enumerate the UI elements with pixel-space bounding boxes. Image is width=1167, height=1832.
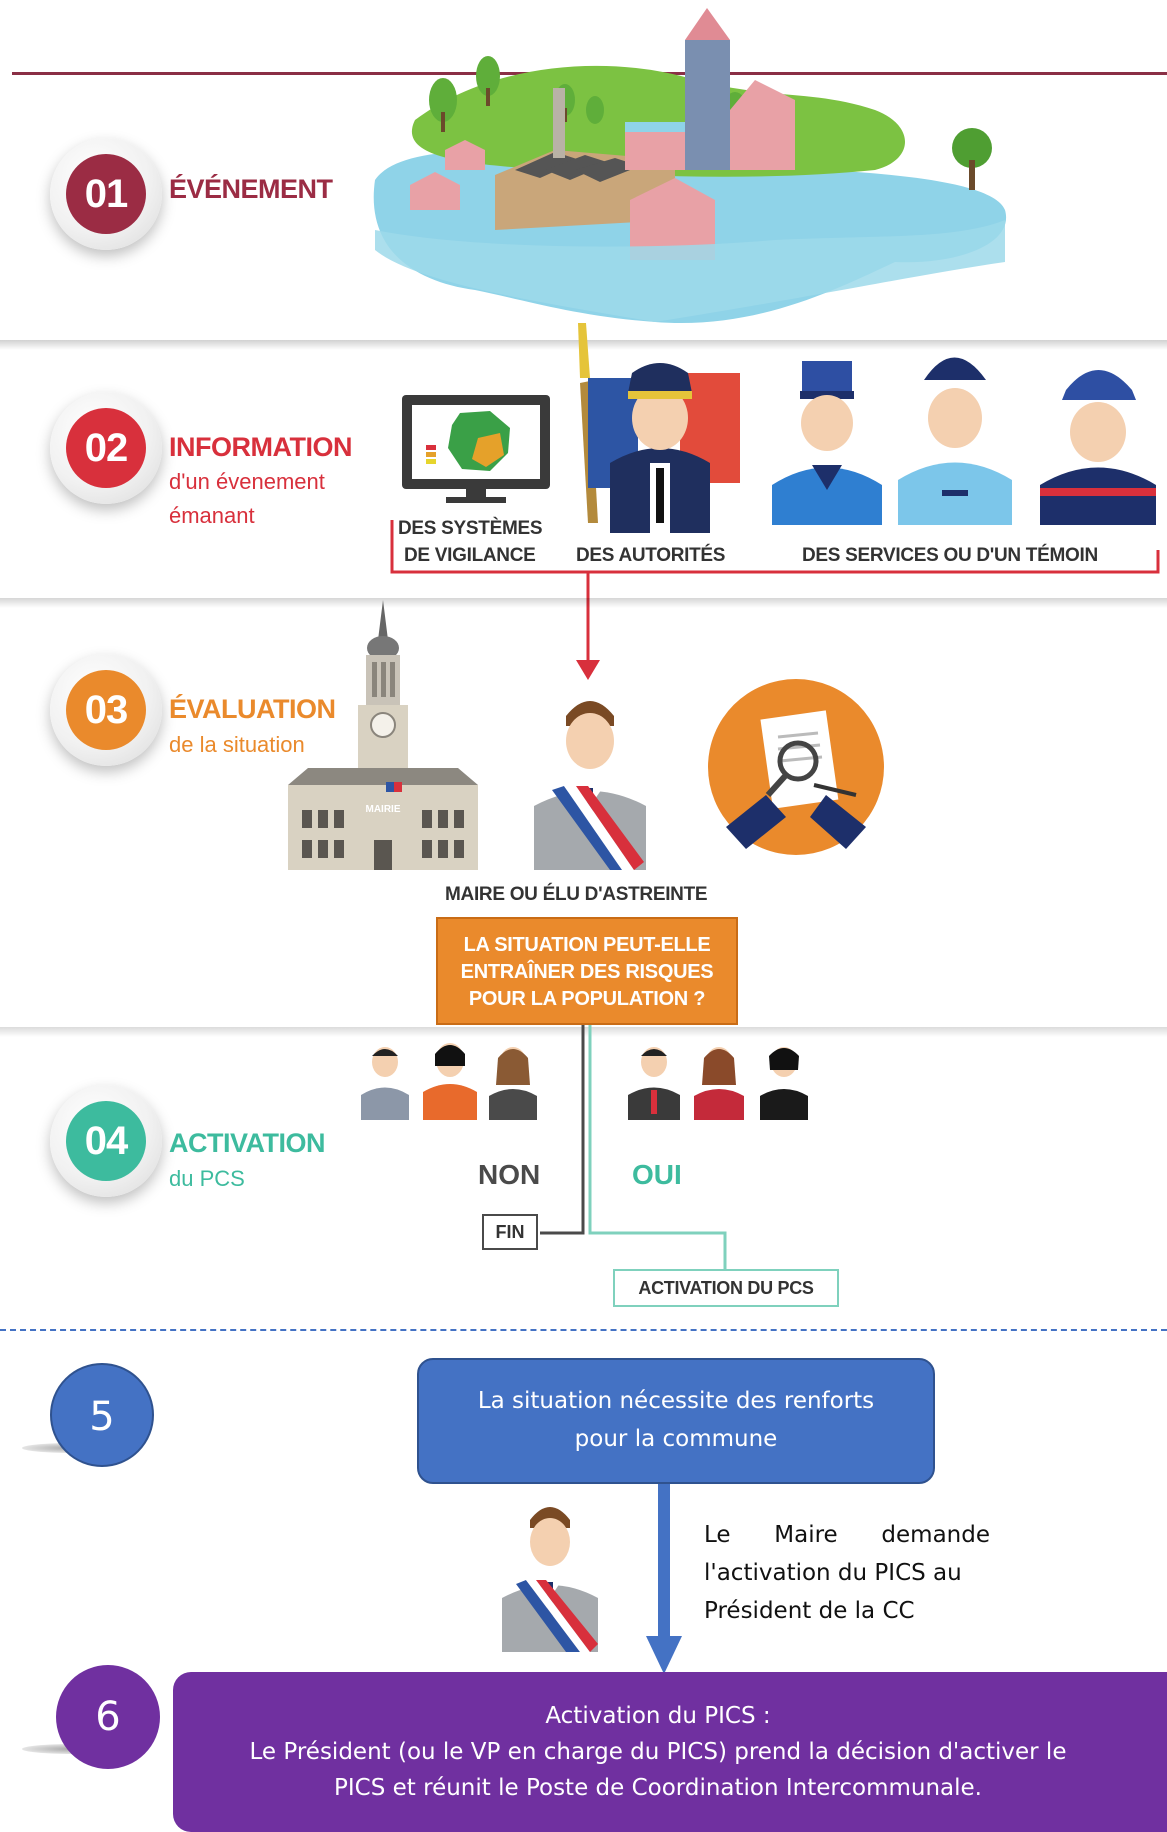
step-02-badge: 02 bbox=[50, 392, 162, 504]
police-officer-icon bbox=[772, 361, 882, 525]
maire-caption: MAIRE OU ÉLU D'ASTREINTE bbox=[445, 884, 708, 905]
step-01-number: 01 bbox=[66, 154, 146, 234]
caption-vigilance-line1: DES SYSTÈMES bbox=[398, 518, 543, 539]
step-02-subtitle-2: émanant bbox=[169, 503, 255, 528]
dashed-separator bbox=[0, 1329, 1167, 1331]
step-04-number: 04 bbox=[66, 1101, 146, 1181]
mairie-label: MAIRIE bbox=[366, 804, 401, 815]
pics-line-1: Activation du PICS : bbox=[545, 1703, 771, 1729]
band-03-shadow bbox=[0, 598, 1167, 608]
pics-line-2: Le Président (ou le VP en charge du PICS… bbox=[249, 1739, 1067, 1765]
renforts-box: La situation nécessite des renforts pour… bbox=[417, 1358, 935, 1484]
flood-illustration bbox=[373, 8, 1007, 324]
activation-pcs-box: ACTIVATION DU PCS bbox=[613, 1269, 839, 1307]
renforts-line-1: La situation nécessite des renforts bbox=[477, 1388, 875, 1414]
prefect-authority-icon bbox=[578, 323, 740, 533]
renforts-line-2: pour la commune bbox=[574, 1426, 778, 1452]
request-line-1: Le Maire demande bbox=[704, 1522, 990, 1548]
step-03-subtitle: de la situation bbox=[169, 732, 305, 757]
caption-services: DES SERVICES OU D'UN TÉMOIN bbox=[802, 545, 1098, 566]
mairie-building-icon: MAIRIE bbox=[288, 600, 478, 870]
houses bbox=[410, 8, 795, 260]
request-down-arrow bbox=[646, 1484, 682, 1674]
fin-box: FIN bbox=[482, 1214, 538, 1250]
step-02-number: 02 bbox=[66, 408, 146, 488]
gendarme-icon bbox=[898, 357, 1012, 525]
step-03-number: 03 bbox=[66, 670, 146, 750]
step-01-title: ÉVÉNEMENT bbox=[169, 174, 333, 204]
step-6-circle: 6 bbox=[56, 1665, 160, 1769]
step-01-badge: 01 bbox=[50, 138, 162, 250]
information-bracket-arrow bbox=[390, 520, 1160, 680]
step-04-subtitle: du PCS bbox=[169, 1166, 245, 1191]
step-04-title: ACTIVATION bbox=[169, 1128, 326, 1158]
maire-figure-icon bbox=[534, 701, 646, 870]
question-line-1: LA SITUATION PEUT-ELLE bbox=[463, 934, 711, 956]
step-03-badge: 03 bbox=[50, 654, 162, 766]
question-line-2: ENTRAÎNER DES RISQUES bbox=[460, 961, 714, 983]
tv-vigilance-icon bbox=[402, 395, 550, 503]
step-04-badge: 04 bbox=[50, 1085, 162, 1197]
evaluation-document-icon bbox=[708, 679, 884, 855]
maire-small-icon bbox=[502, 1507, 598, 1652]
caption-vigilance-line2: DE VIGILANCE bbox=[404, 545, 536, 566]
people-group-non bbox=[361, 1043, 537, 1120]
request-line-3: Président de la CC bbox=[704, 1598, 915, 1624]
step-02-title: INFORMATION bbox=[169, 432, 352, 462]
step-02-subtitle-1: d'un évenement bbox=[169, 469, 325, 494]
request-text: Le Maire demande l'activation du PICS au… bbox=[704, 1516, 990, 1630]
pics-activation-box: Activation du PICS : Le Président (ou le… bbox=[173, 1672, 1167, 1832]
people-group-oui bbox=[628, 1047, 808, 1120]
decision-connectors bbox=[540, 1025, 727, 1270]
firefighter-icon bbox=[1040, 370, 1156, 525]
question-line-3: POUR LA POPULATION ? bbox=[468, 988, 706, 1010]
non-label: NON bbox=[478, 1159, 541, 1190]
step-03-title: ÉVALUATION bbox=[169, 694, 336, 724]
caption-autorites: DES AUTORITÉS bbox=[576, 545, 726, 566]
request-line-2: l'activation du PICS au bbox=[704, 1560, 962, 1586]
pics-line-3: PICS et réunit le Poste de Coordination … bbox=[334, 1775, 982, 1801]
oui-label: OUI bbox=[632, 1159, 682, 1190]
step-5-circle: 5 bbox=[50, 1363, 154, 1467]
risk-question-box: LA SITUATION PEUT-ELLE ENTRAÎNER DES RIS… bbox=[436, 917, 738, 1025]
